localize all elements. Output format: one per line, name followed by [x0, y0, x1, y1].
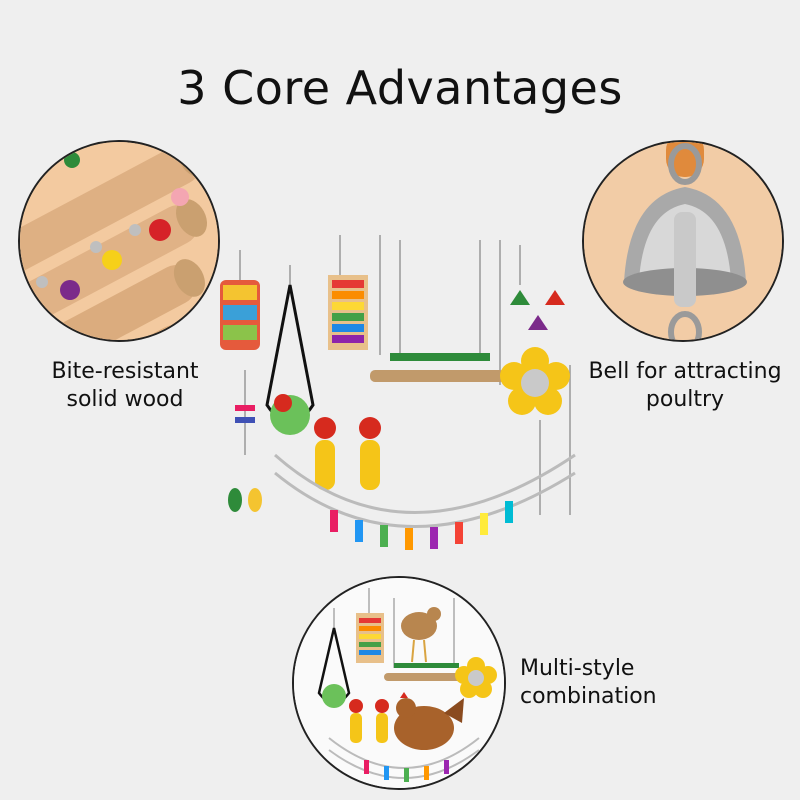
- bell-feature-image: [582, 140, 784, 342]
- combo-feature-caption: Multi-style combination: [520, 655, 690, 711]
- combo-feature-image: [292, 576, 506, 790]
- bell-caption-line2: poultry: [645, 387, 725, 412]
- wood-caption-line2: solid wood: [66, 387, 184, 412]
- wooden-perch-image: [20, 142, 218, 340]
- wood-caption-line1: Bite-resistant: [51, 359, 199, 384]
- wood-feature-caption: Bite-resistant solid wood: [40, 358, 210, 414]
- bell-feature-caption: Bell for attracting poultry: [580, 358, 790, 414]
- combo-caption-line1: Multi-style: [520, 656, 635, 681]
- toy-set-image: [220, 235, 576, 550]
- bell-caption-line1: Bell for attracting: [588, 359, 782, 384]
- bell-image: [584, 142, 782, 340]
- wood-feature-image: [18, 140, 220, 342]
- toy-set-image: [294, 578, 504, 788]
- toy-assortment-image: [205, 225, 595, 565]
- page-title: 3 Core Advantages: [177, 60, 623, 115]
- combo-caption-line2: combination: [520, 684, 657, 709]
